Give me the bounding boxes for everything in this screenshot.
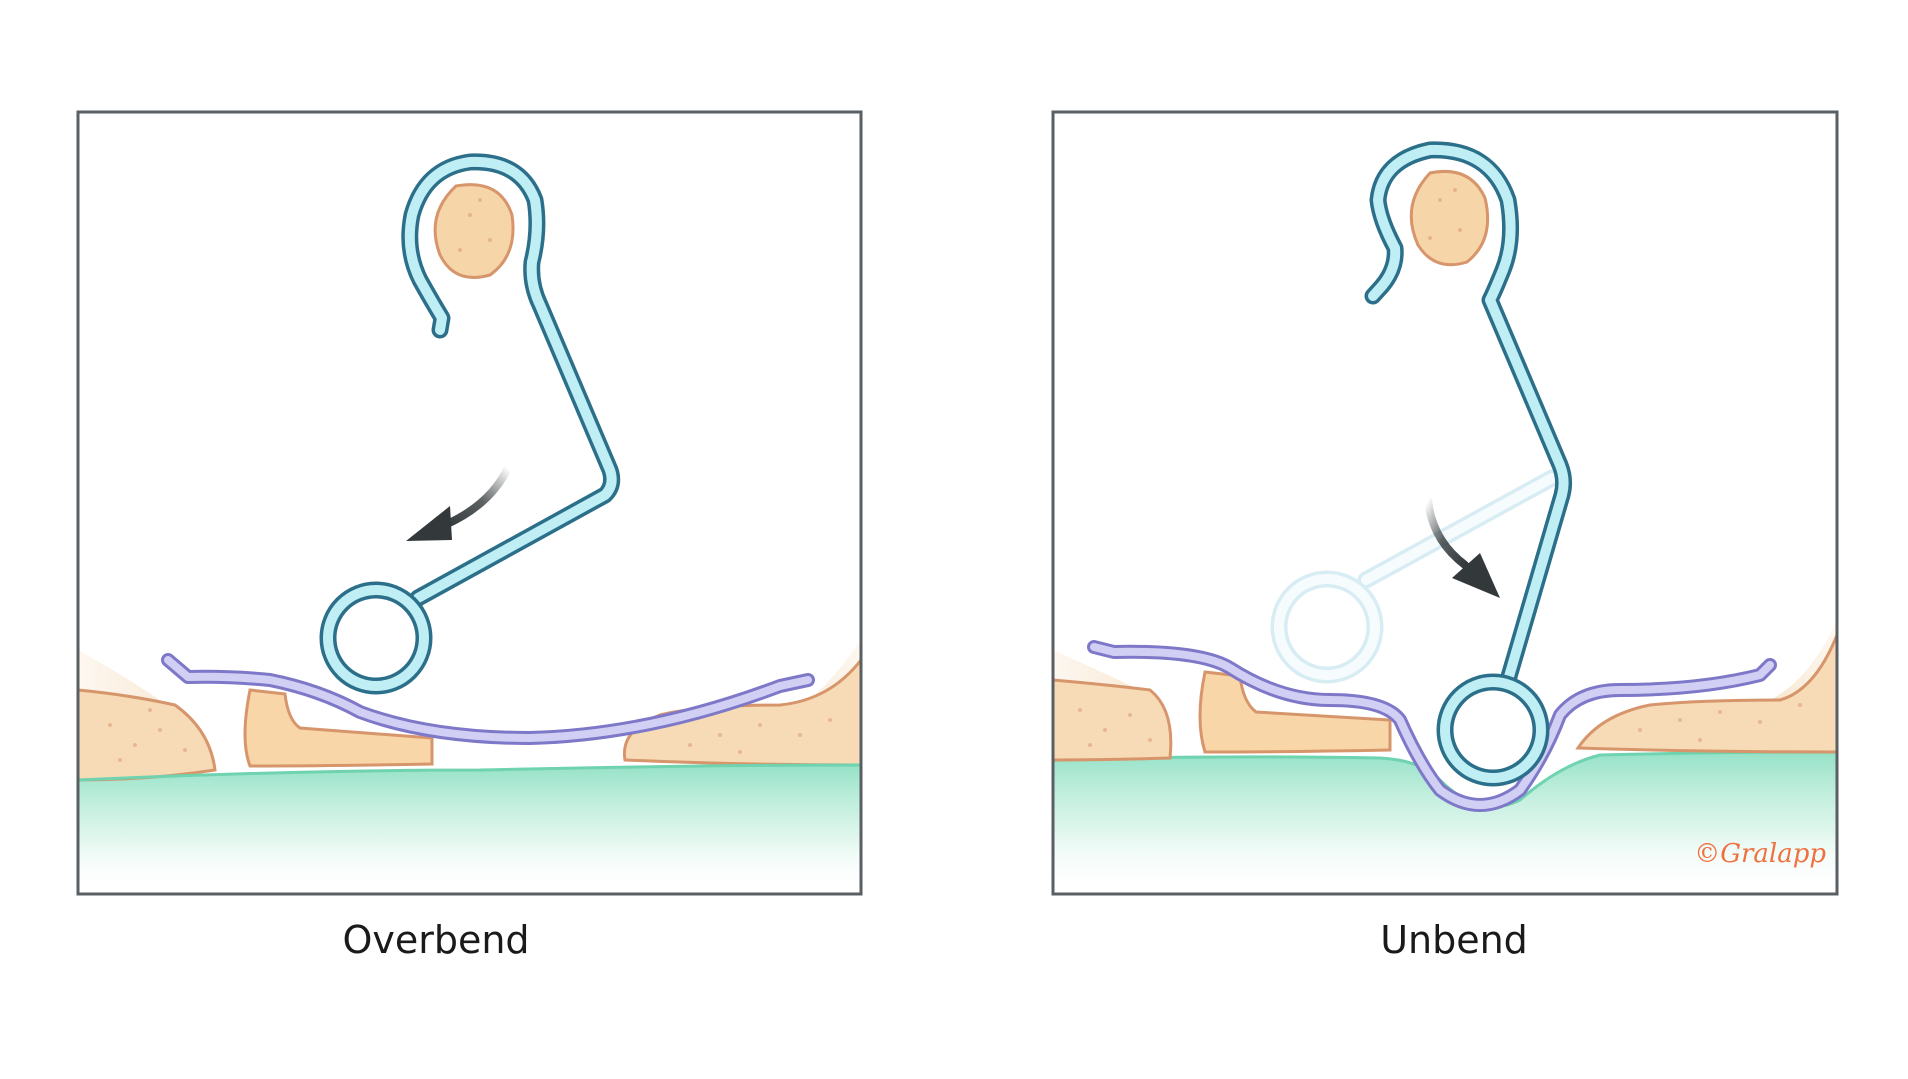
wire-instrument (1364, 141, 1573, 787)
bone-wall-right (1575, 634, 1837, 754)
bone-wall-left (78, 688, 217, 782)
ghost-wire (1270, 469, 1561, 684)
unbend-panel: ©Gralapp (1053, 141, 1837, 894)
wire-instrument (319, 153, 621, 695)
artist-signature: ©Gralapp (1694, 839, 1826, 869)
rotation-arrow-right (1424, 496, 1500, 598)
unbend-frame (1051, 110, 1839, 896)
bone-wall-right (622, 657, 861, 767)
soft-tissue (1053, 752, 1837, 894)
caption-unbend: Unbend (1380, 918, 1528, 962)
ossicle (1198, 670, 1392, 754)
ossicle (243, 688, 434, 768)
caption-overbend: Overbend (342, 918, 530, 962)
rotation-arrow-left (406, 464, 512, 541)
soft-tissue (78, 765, 861, 894)
bone-wall-left (1053, 678, 1173, 762)
overbend-panel (78, 153, 861, 894)
overbend-frame (76, 110, 863, 896)
